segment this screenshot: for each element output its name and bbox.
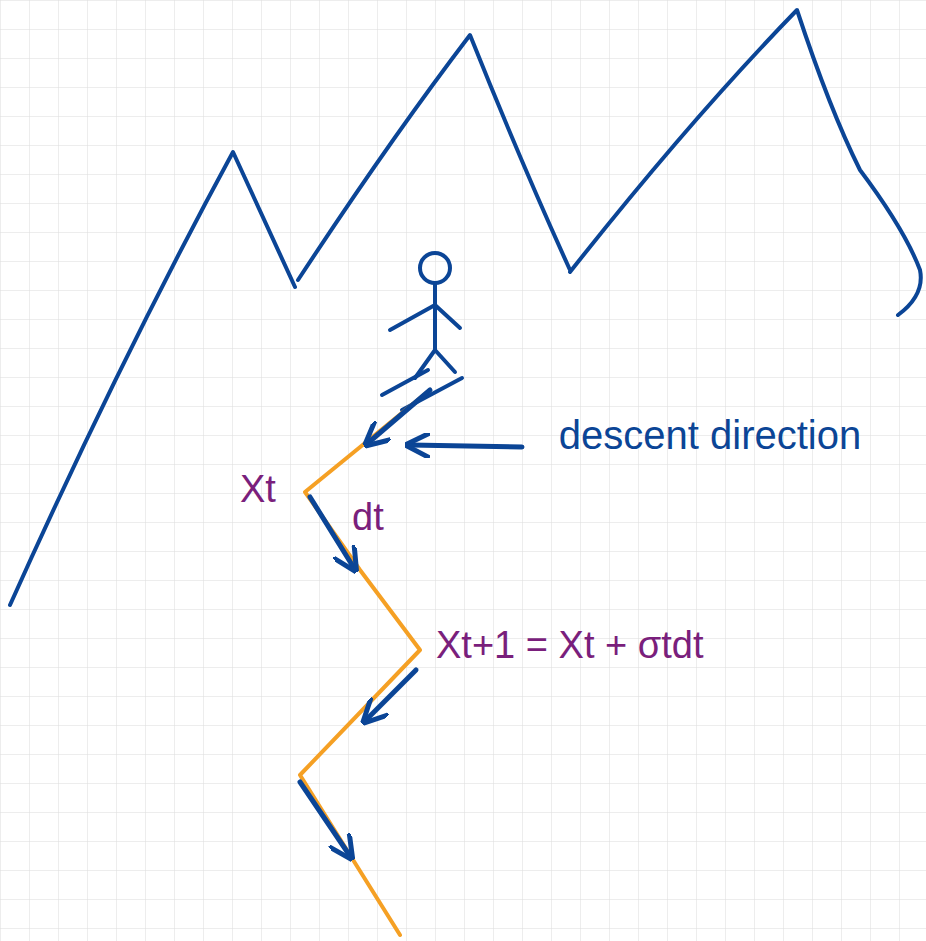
- skis: [382, 370, 462, 410]
- annotation-label: descent direction: [545, 412, 875, 458]
- skier-body: [390, 283, 460, 378]
- descent-arrow: [368, 390, 430, 443]
- mountain-ridge: [10, 10, 921, 605]
- pointer-arrow: [410, 445, 522, 447]
- variable-label: Xt: [240, 468, 276, 512]
- descent-path: [300, 390, 430, 935]
- equation-label: Xt+1 = Xt + σtdt: [436, 624, 703, 668]
- variable-label: dt: [352, 496, 384, 540]
- step-arrow: [300, 782, 350, 856]
- skier-head: [420, 253, 450, 283]
- step-arrow: [366, 670, 416, 720]
- step-arrow: [310, 497, 354, 568]
